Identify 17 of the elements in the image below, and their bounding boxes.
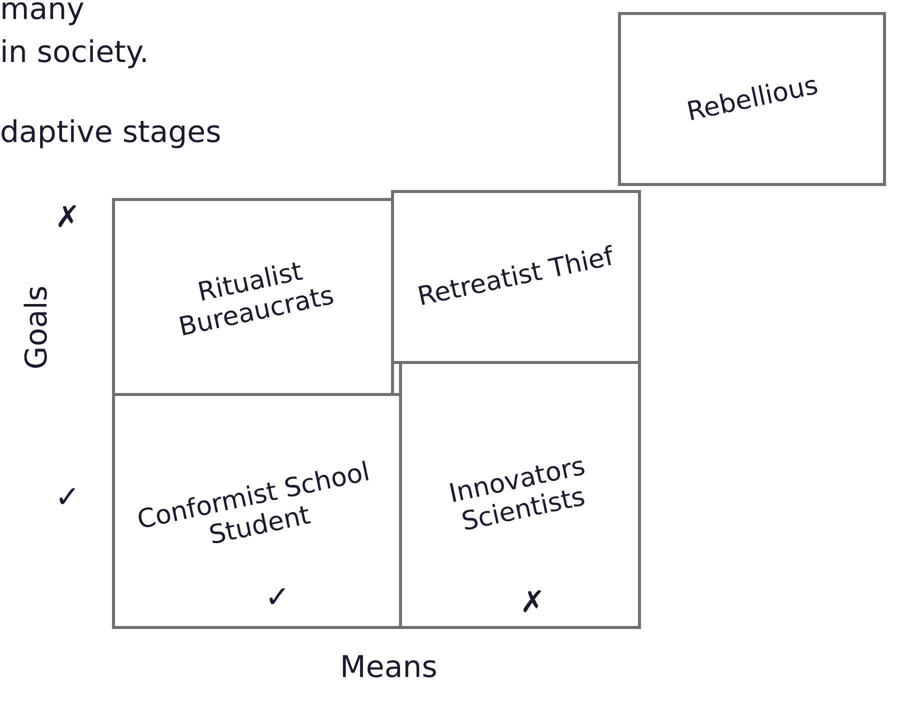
category-box [618, 12, 886, 186]
category-label: Rebellious [684, 70, 820, 128]
table-cell [391, 190, 641, 364]
axis-label: Goals [19, 286, 54, 370]
check-mark: ✓ [265, 580, 290, 615]
cell-text: Innovators Scientists [445, 450, 589, 540]
cell-text: Retreatist Thief [415, 242, 617, 312]
check-mark: ✓ [55, 480, 80, 515]
table-cell [112, 198, 394, 396]
table-cell [112, 393, 402, 629]
note-text: in society. [0, 35, 149, 70]
axis-label: Means [340, 650, 438, 685]
note-text: many [0, 0, 84, 27]
note-text: daptive stages [0, 115, 222, 150]
cross-mark: ✗ [520, 585, 546, 620]
cross-mark: ✗ [55, 200, 80, 235]
table-cell [399, 361, 641, 629]
